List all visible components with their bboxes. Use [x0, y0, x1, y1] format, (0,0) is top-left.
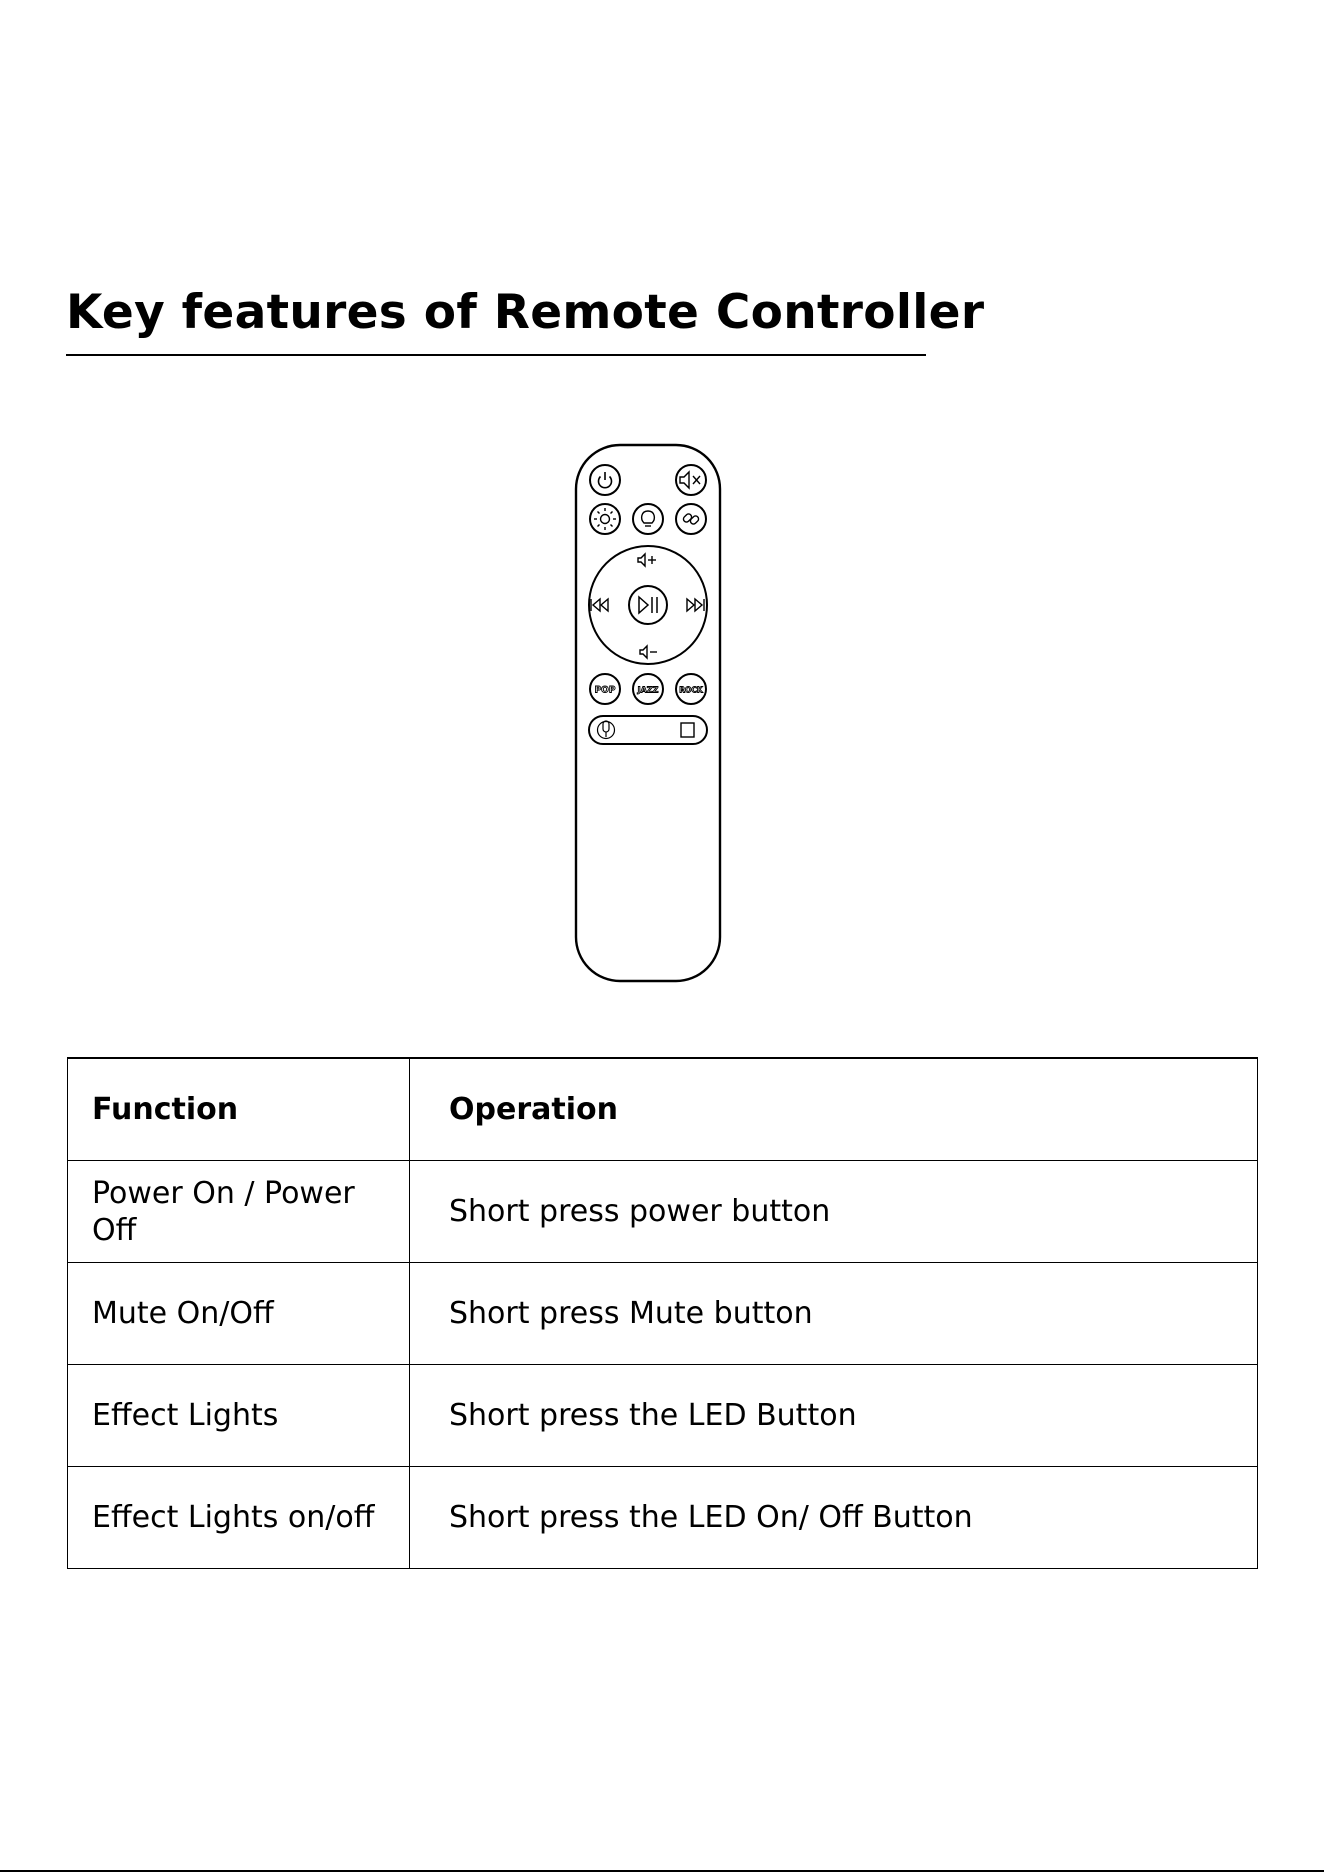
microphone-icon [598, 721, 615, 739]
operation-cell: Short press power button [410, 1161, 1258, 1263]
table-row: Effect Lights on/off Short press the LED… [68, 1467, 1258, 1569]
operation-cell: Short press the LED On/ Off Button [410, 1467, 1258, 1569]
features-table: Function Operation Power On / Power Off … [67, 1057, 1258, 1569]
previous-track-icon [591, 599, 608, 611]
power-icon [590, 465, 620, 495]
function-cell: Effect Lights [68, 1365, 410, 1467]
table-header-row: Function Operation [68, 1058, 1258, 1161]
operation-cell: Short press the LED Button [410, 1365, 1258, 1467]
link-icon [676, 504, 706, 534]
square-icon [681, 723, 694, 737]
volume-up-icon [638, 554, 656, 566]
jazz-eq-button: JAZZ [633, 674, 663, 704]
mute-speaker-icon [676, 465, 706, 495]
remote-controller-illustration: POP JAZZ ROCK [568, 440, 728, 985]
operation-cell: Short press Mute button [410, 1263, 1258, 1365]
table-row: Effect Lights Short press the LED Button [68, 1365, 1258, 1467]
bottom-pill-button-bar [589, 716, 707, 744]
page-title: Key features of Remote Controller [66, 278, 984, 348]
play-pause-icon [629, 586, 667, 624]
function-cell: Mute On/Off [68, 1263, 410, 1365]
function-cell: Effect Lights on/off [68, 1467, 410, 1569]
title-underline [66, 354, 926, 356]
svg-text:JAZZ: JAZZ [637, 686, 659, 695]
volume-down-icon [640, 646, 657, 658]
sun-light-icon [590, 504, 620, 534]
lightbulb-icon [633, 504, 663, 534]
column-header-operation: Operation [410, 1058, 1258, 1161]
column-header-function: Function [68, 1058, 410, 1161]
table-row: Power On / Power Off Short press power b… [68, 1161, 1258, 1263]
table-row: Mute On/Off Short press Mute button [68, 1263, 1258, 1365]
svg-text:POP: POP [595, 686, 616, 696]
next-track-icon [687, 599, 704, 611]
function-cell: Power On / Power Off [68, 1161, 410, 1263]
pop-eq-button: POP [590, 674, 620, 704]
rock-eq-button: ROCK [676, 674, 706, 704]
svg-text:ROCK: ROCK [679, 686, 704, 695]
